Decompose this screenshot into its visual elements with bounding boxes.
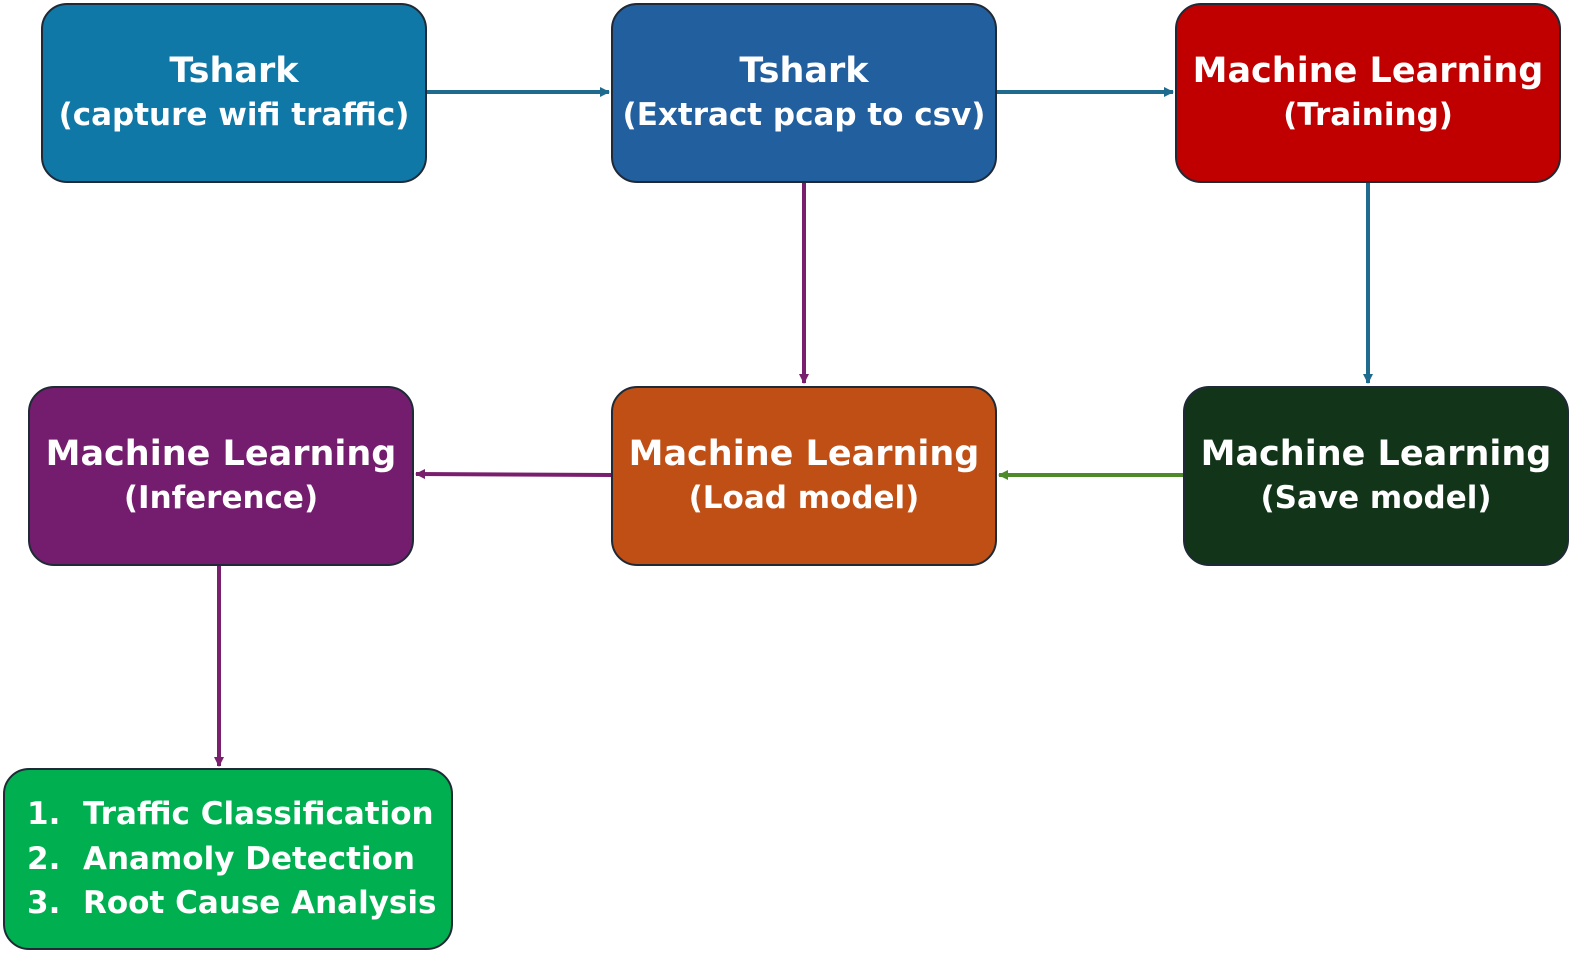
results-list-item: 1. Traffic Classification xyxy=(27,792,451,837)
results-list-item: 3. Root Cause Analysis xyxy=(27,881,451,926)
list-number: 2. xyxy=(27,840,61,877)
tshark-capture-node: Tshark (capture wifi traffic) xyxy=(41,3,427,183)
node-title: Tshark xyxy=(169,51,299,91)
node-title: Machine Learning xyxy=(45,434,397,474)
node-title: Tshark xyxy=(739,51,869,91)
node-subtitle: (capture wifi traffic) xyxy=(58,97,410,133)
list-number: 1. xyxy=(27,796,61,833)
list-text: Traffic Classification xyxy=(83,796,434,833)
node-subtitle: (Extract pcap to csv) xyxy=(622,97,986,133)
results-node: 1. Traffic Classification 2. Anamoly Detec… xyxy=(3,768,453,950)
node-title: Machine Learning xyxy=(1200,434,1552,474)
results-list-item: 2. Anamoly Detection xyxy=(27,837,451,882)
node-subtitle: (Training) xyxy=(1283,97,1453,133)
node-title: Machine Learning xyxy=(1192,51,1544,91)
node-subtitle: (Load model) xyxy=(688,480,920,516)
node-subtitle: (Save model) xyxy=(1260,480,1492,516)
ml-load-model-node: Machine Learning (Load model) xyxy=(611,386,997,566)
ml-training-node: Machine Learning (Training) xyxy=(1175,3,1561,183)
ml-inference-node: Machine Learning (Inference) xyxy=(28,386,414,566)
node-title: Machine Learning xyxy=(628,434,980,474)
list-number: 3. xyxy=(27,885,61,922)
tshark-extract-node: Tshark (Extract pcap to csv) xyxy=(611,3,997,183)
list-text: Anamoly Detection xyxy=(83,840,415,877)
node-subtitle: (Inference) xyxy=(123,480,319,516)
ml-save-model-node: Machine Learning (Save model) xyxy=(1183,386,1569,566)
arrow-load-to-inference xyxy=(415,469,612,480)
list-text: Root Cause Analysis xyxy=(83,885,437,922)
